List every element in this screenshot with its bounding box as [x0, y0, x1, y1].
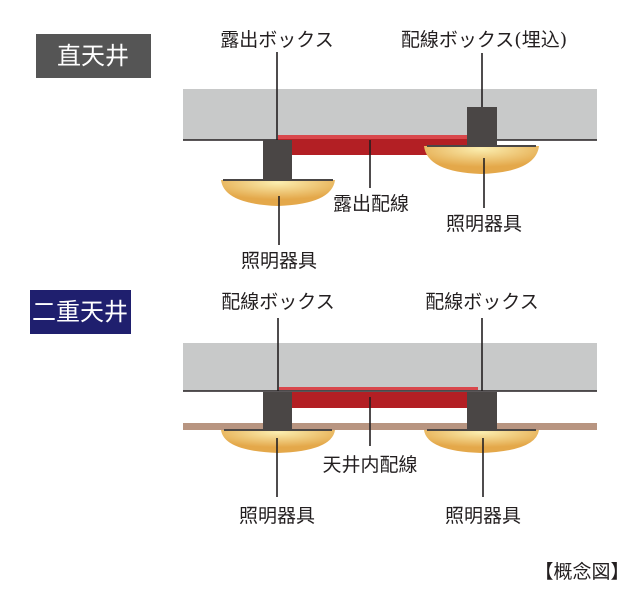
direct-ceiling-section: 直天井 露出ボックス 配線ボックス(埋込) 露出配線 照明器具 照明器具: [36, 29, 597, 272]
double-ceiling-tag: 二重天井: [32, 298, 128, 326]
internal-wiring: [292, 392, 468, 408]
double-ceiling-board: [183, 423, 597, 430]
label-embedded-box: 配線ボックス(埋込): [401, 29, 567, 51]
label-box-right: 配線ボックス: [425, 291, 538, 313]
label-exposed-box: 露出ボックス: [220, 29, 333, 51]
embedded-junction-box: [467, 107, 497, 146]
diagram-caption: 【概念図】: [534, 560, 629, 583]
double-ceiling-tag-box: [30, 290, 131, 334]
concrete-slab: [183, 343, 597, 391]
label-light-right: 照明器具: [445, 505, 521, 527]
junction-box-right: [467, 392, 497, 430]
light-fixture-right: [424, 430, 539, 453]
double-ceiling-section: 二重天井 配線ボックス 配線ボックス 天井内配線 照明器具 照明器具: [30, 290, 597, 527]
light-fixture-left: [221, 180, 335, 206]
direct-ceiling-tag: 直天井: [57, 42, 129, 70]
exposed-junction-box: [263, 140, 292, 180]
label-box-left: 配線ボックス: [221, 291, 334, 313]
light-fixture-left: [221, 430, 335, 453]
concrete-slab: [183, 89, 597, 140]
label-light-right: 照明器具: [446, 213, 522, 235]
label-light-left: 照明器具: [241, 250, 317, 272]
exposed-wiring-edge: [278, 135, 468, 139]
label-light-left: 照明器具: [239, 505, 315, 527]
junction-box-left: [263, 392, 292, 430]
direct-ceiling-tag-box: [36, 34, 151, 78]
light-fixture-right: [424, 146, 539, 174]
label-internal-wiring: 天井内配線: [322, 454, 417, 476]
label-exposed-wiring: 露出配線: [333, 193, 409, 215]
internal-wiring-edge: [279, 387, 478, 390]
exposed-wiring: [278, 139, 468, 155]
